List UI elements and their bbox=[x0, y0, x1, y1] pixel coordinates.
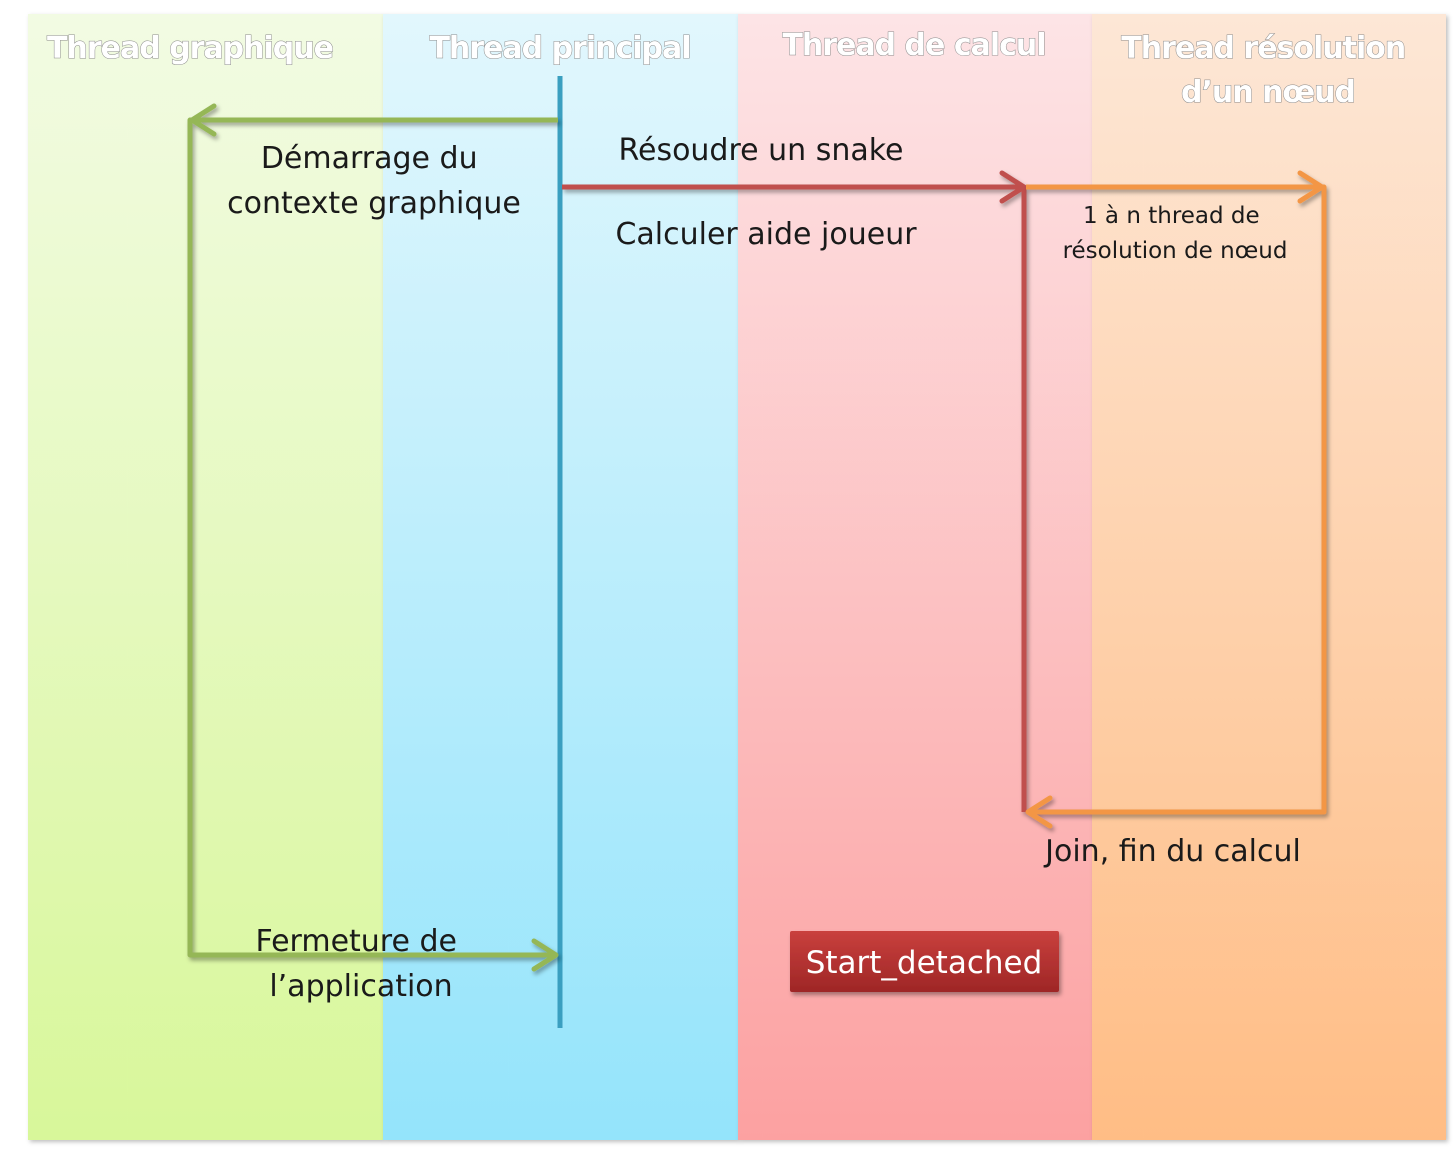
start-detached-badge: Start_detached bbox=[790, 931, 1059, 992]
lane-title-compute: Thread de calcul bbox=[782, 28, 1045, 63]
lane-title-graphic: Thread graphique bbox=[47, 31, 333, 66]
solve-snake-label: Résoudre un snake bbox=[618, 133, 903, 168]
lane-title-node-resolution: Thread résolution d’un nœud bbox=[1121, 31, 1414, 110]
player-help-label: Calculer aide joueur bbox=[615, 217, 917, 252]
swim-lanes bbox=[28, 14, 1446, 1140]
lane-titles: Thread graphique Thread principal Thread… bbox=[47, 28, 1414, 111]
node-threads-label: 1 à n thread de résolution de nœud bbox=[1063, 203, 1288, 264]
graphic-thread-arrow bbox=[187, 103, 559, 972]
join-arrowhead bbox=[1025, 795, 1053, 829]
message-labels: Démarrage du contexte graphique Résoudre… bbox=[227, 133, 1301, 1004]
lane-graphic bbox=[28, 14, 383, 1140]
start-detached-label: Start_detached bbox=[806, 945, 1043, 981]
app-close-arrowhead bbox=[531, 938, 559, 972]
node-thread-arrow bbox=[1025, 170, 1327, 829]
compute-start-arrowhead bbox=[999, 170, 1027, 204]
join-label: Join, fin du calcul bbox=[1043, 834, 1301, 869]
graphic-start-label: Démarrage du contexte graphique bbox=[227, 141, 521, 221]
lane-title-main: Thread principal bbox=[429, 31, 690, 66]
node-thread-path bbox=[1026, 184, 1327, 815]
graphic-thread-path bbox=[187, 117, 558, 958]
compute-thread-arrow bbox=[562, 170, 1027, 812]
lane-node-resolution bbox=[1092, 14, 1446, 1140]
node-start-arrowhead bbox=[1297, 170, 1325, 204]
graphic-start-arrowhead bbox=[189, 103, 217, 137]
app-close-label: Fermeture de l’application bbox=[255, 924, 466, 1004]
start-detached-badge-box bbox=[790, 931, 1059, 992]
